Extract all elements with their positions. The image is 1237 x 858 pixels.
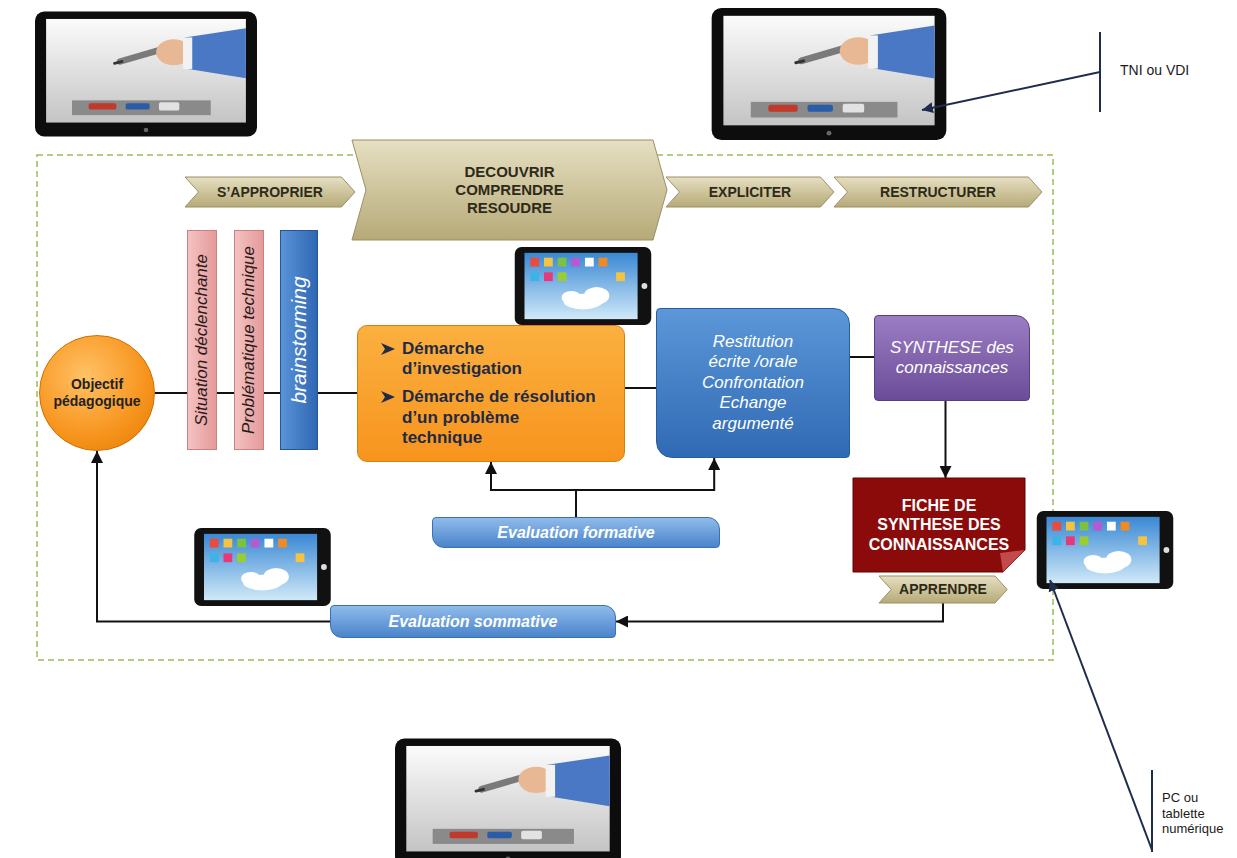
text-row: brainstorming: [287, 276, 311, 403]
leader-line: [1050, 580, 1152, 850]
node-text: Situation déclenchante: [192, 254, 212, 426]
node-text: APPRENDRE: [899, 581, 987, 597]
node-text: SYNTHESE des connaissances: [887, 338, 1017, 379]
text-row: RESTRUCTURER: [880, 184, 996, 200]
node-text: Démarche d’investigation: [402, 339, 602, 380]
objective-circle: Objectif pédagogique: [39, 335, 155, 451]
connector-arrow: [616, 603, 943, 622]
node-text: DECOUVRIR COMPRENDRE RESOUDRE: [455, 163, 563, 217]
text-row: S’APPROPRIER: [217, 184, 323, 200]
phase-chevron: RESTRUCTURER: [834, 177, 1042, 207]
node-text: Evaluation formative: [497, 524, 654, 542]
connector-arrow: [576, 458, 714, 517]
connector-line: [625, 387, 656, 389]
node-text: Restitution écrite /orale Confrontation …: [691, 332, 816, 434]
node-text: EXPLICITER: [709, 184, 791, 200]
text-row: Evaluation sommative: [389, 613, 558, 631]
document-shape: [853, 478, 1025, 572]
node-text: Evaluation sommative: [389, 613, 558, 631]
text-group: EXPLICITER: [709, 184, 791, 200]
interactive-board: [35, 12, 257, 137]
text-row: SYNTHESE des connaissances: [887, 338, 1017, 379]
text-group: Restitution écrite /orale Confrontation …: [691, 332, 816, 434]
text-row: FICHE DE SYNTHESE DES CONNAISSANCES: [864, 496, 1014, 554]
node-text: Objectif pédagogique: [50, 376, 145, 410]
text-group: DECOUVRIR COMPRENDRE RESOUDRE: [455, 163, 563, 217]
phase-chevron: S’APPROPRIER: [185, 177, 355, 207]
text-group: Evaluation sommative: [389, 613, 558, 631]
node-text: brainstorming: [287, 276, 311, 403]
connector-arrow: [97, 451, 330, 622]
chevron-shape: [666, 177, 834, 207]
phase-chevron: DECOUVRIR COMPRENDRE RESOUDRE: [352, 140, 667, 240]
text-row: DECOUVRIR COMPRENDRE RESOUDRE: [455, 163, 563, 217]
connector-line: [264, 392, 280, 394]
text-row: Démarche de résolution d’un problème tec…: [380, 387, 602, 448]
text-group: APPRENDRE: [899, 581, 987, 597]
vertical-band: Situation déclenchante: [187, 230, 217, 450]
process-box: SYNTHESE des connaissances: [874, 315, 1030, 401]
text-group: Evaluation formative: [497, 524, 654, 542]
phase-chevron: APPRENDRE: [879, 576, 1007, 603]
connector-arrow: [945, 401, 947, 478]
bullet-arrow: [381, 391, 395, 403]
evaluation-box: Evaluation formative: [432, 517, 720, 548]
bullet-arrow: [380, 341, 396, 357]
leader-bar: [1151, 770, 1153, 852]
text-group: SYNTHESE des connaissances: [887, 338, 1017, 379]
interactive-board: [712, 8, 947, 140]
text-group: Situation déclenchante: [192, 254, 212, 426]
connector-line: [217, 392, 234, 394]
node-text: RESTRUCTURER: [880, 184, 996, 200]
process-box: Restitution écrite /orale Confrontation …: [656, 308, 850, 458]
phase-chevron: EXPLICITER: [666, 177, 834, 207]
connector-line: [318, 392, 357, 394]
text-group: S’APPROPRIER: [217, 184, 323, 200]
text-group: Problématique technique: [239, 246, 259, 434]
tablet-icon: [194, 528, 331, 606]
vertical-band: brainstorming: [280, 230, 318, 450]
text-row: APPRENDRE: [899, 581, 987, 597]
text-row: EXPLICITER: [709, 184, 791, 200]
text-row: Objectif pédagogique: [50, 376, 145, 410]
connector-arrow: [491, 462, 576, 517]
chevron-shape: [352, 140, 667, 240]
text-group: Objectif pédagogique: [50, 376, 145, 410]
leader-line: [922, 72, 1100, 110]
text-group: RESTRUCTURER: [880, 184, 996, 200]
evaluation-box: Evaluation sommative: [330, 605, 616, 638]
text-group: FICHE DE SYNTHESE DES CONNAISSANCES: [864, 496, 1014, 554]
callout-label: PC ou tablette numérique: [1162, 790, 1232, 837]
folded-corner: [1000, 550, 1025, 572]
bullet-arrow: [381, 343, 395, 355]
document-box: FICHE DE SYNTHESE DES CONNAISSANCES: [853, 478, 1025, 572]
text-row: Problématique technique: [239, 246, 259, 434]
text-row: Démarche d’investigation: [380, 339, 602, 380]
text-group: Démarche d’investigationDémarche de réso…: [380, 339, 602, 449]
text-row: Situation déclenchante: [192, 254, 212, 426]
chevron-shape: [879, 576, 1007, 603]
chevron-shape: [185, 177, 355, 207]
text-row: Evaluation formative: [497, 524, 654, 542]
connector-line: [850, 356, 874, 358]
connector-line: [155, 392, 187, 394]
node-text: S’APPROPRIER: [217, 184, 323, 200]
node-text: Problématique technique: [239, 246, 259, 434]
interactive-board: [395, 738, 621, 858]
vertical-band: Problématique technique: [234, 230, 264, 450]
callout-label: TNI ou VDI: [1120, 62, 1189, 79]
process-box: Démarche d’investigationDémarche de réso…: [357, 325, 625, 462]
chevron-shape: [834, 177, 1042, 207]
tablet-icon: [1037, 511, 1174, 589]
bullet-arrow: [380, 389, 396, 405]
node-text: Démarche de résolution d’un problème tec…: [402, 387, 602, 448]
tablet-icon: [515, 247, 652, 325]
node-text: FICHE DE SYNTHESE DES CONNAISSANCES: [864, 496, 1014, 554]
text-row: Restitution écrite /orale Confrontation …: [691, 332, 816, 434]
text-group: brainstorming: [287, 276, 311, 403]
